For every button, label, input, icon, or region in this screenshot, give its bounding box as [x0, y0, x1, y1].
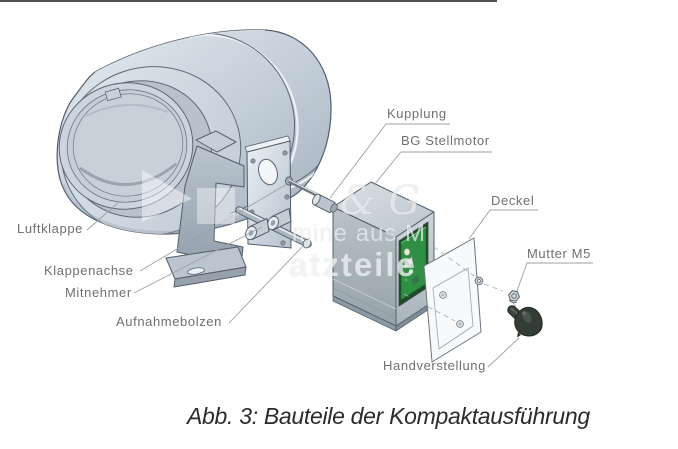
damper-rim-tab: [104, 87, 122, 102]
damper-drawing: [56, 29, 332, 235]
actuator-box-drawing: [330, 181, 435, 332]
part-label-deckel: Deckel: [491, 193, 535, 208]
mounting-bolt-boss: [267, 207, 292, 231]
part-label-aufnahmebolzen: Aufnahmebolzen: [116, 314, 222, 329]
coupling-socket: [330, 203, 338, 213]
part-label-handverstellung: Handverstellung: [383, 358, 486, 373]
part-label-klappenachse: Klappenachse: [44, 263, 134, 278]
leader-lines: [86, 123, 593, 368]
bracket-top-tab: [195, 130, 237, 153]
part-label-mutter-m5: Mutter M5: [527, 246, 591, 261]
coupling-drawing: [312, 193, 336, 213]
assembly-axis-dashed-lines: [403, 246, 518, 322]
part-label-luftklappe: Luftklappe: [17, 221, 83, 236]
part-label-kupplung: Kupplung: [387, 106, 447, 121]
part-label-bg-stellmotor: BG Stellmotor: [401, 133, 490, 148]
part-label-mitnehmer: Mitnehmer: [65, 285, 132, 300]
cover-plate-boss: [474, 276, 484, 286]
rod-end-cap: [302, 238, 312, 249]
driver-rod-drawing: [235, 206, 312, 249]
plate-oval-hole: [258, 158, 278, 186]
nut-drawing: [508, 290, 520, 304]
knob-drawing: [507, 305, 543, 338]
pcb-drawing: [400, 226, 427, 301]
plate-holes: [249, 150, 290, 246]
cover-plate-drawing: [423, 237, 484, 363]
figure-caption: Abb. 3: Bauteile der Kompaktausführung: [187, 403, 590, 429]
scan-artifact-line: [0, 0, 497, 2]
bracket-slot: [187, 267, 205, 275]
bracket-drawing: [165, 130, 247, 288]
